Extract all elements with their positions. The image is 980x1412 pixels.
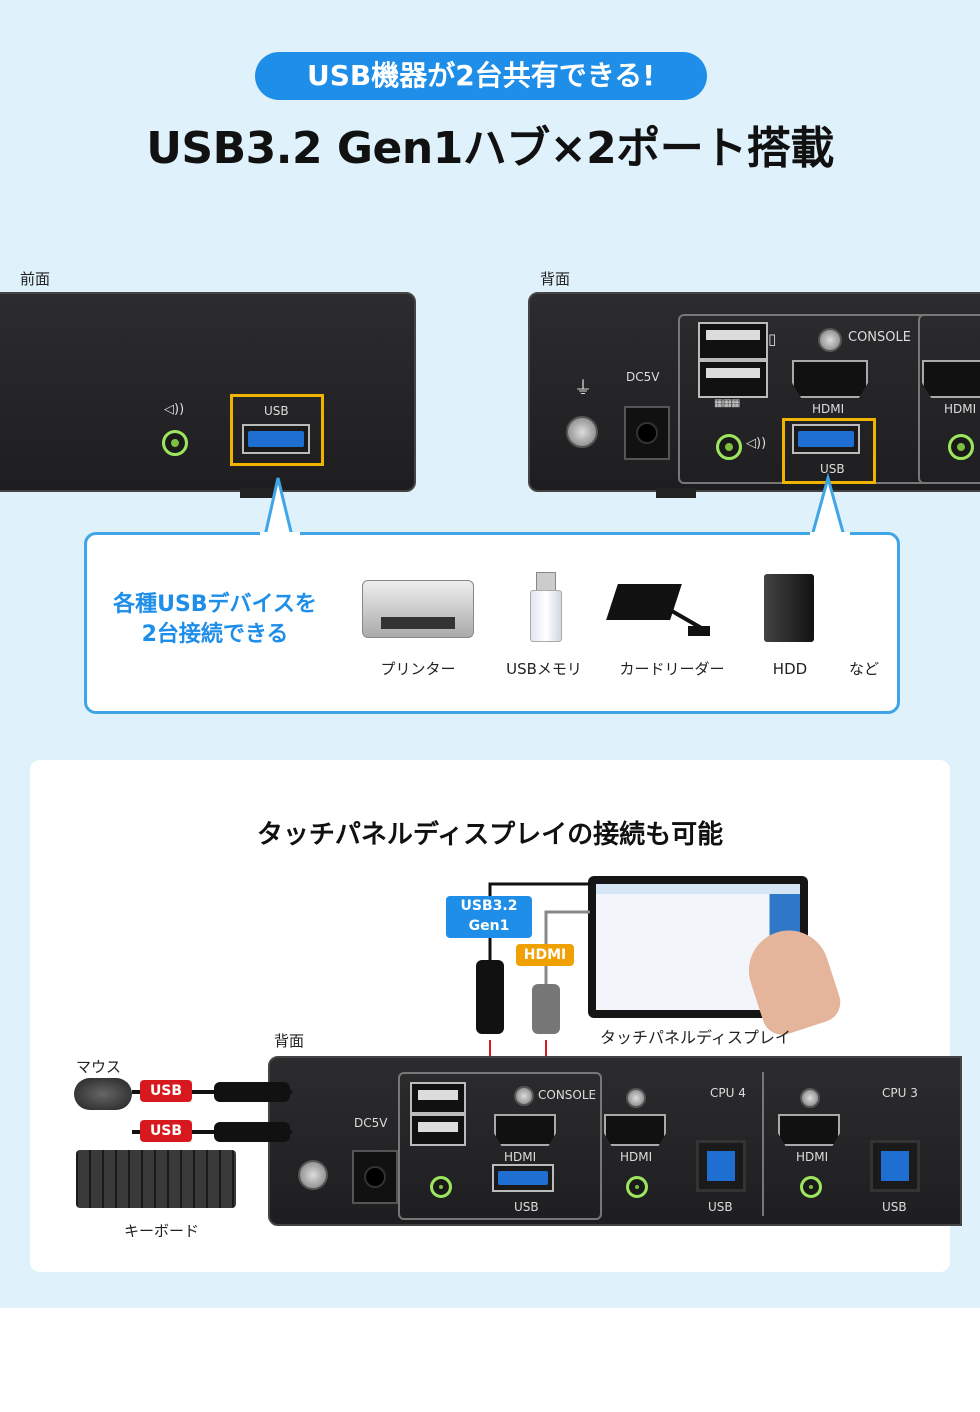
back-foot: [656, 488, 696, 498]
cpu4-hdmi-port: [604, 1114, 666, 1146]
ground-icon: ⏚: [574, 378, 592, 399]
lower-usb-port-lower: [410, 1114, 466, 1146]
etc-caption: など: [848, 660, 879, 678]
mouse-label: マウス: [76, 1058, 122, 1076]
lower-back-label: 背面: [274, 1032, 305, 1050]
hdmi-text-2: HDMI: [944, 402, 977, 416]
usb32-tag: USB3.2 Gen1: [446, 896, 532, 938]
device-caption: カードリーダー: [619, 660, 725, 678]
keyboard-device-icon: [76, 1150, 236, 1208]
usb-plug: [476, 960, 504, 1034]
front-panel: ◁)) USB: [0, 292, 416, 492]
lower-usb-port-upper: [410, 1082, 466, 1114]
mouse-usb-plug: [214, 1082, 290, 1102]
back-usb-text: USB: [820, 462, 845, 476]
ground-screw: [566, 416, 598, 448]
hdmi-text: HDMI: [812, 402, 845, 416]
front-usb-highlight: [230, 394, 324, 466]
feature-pill: USB機器が2台共有できる!: [255, 52, 707, 100]
console-screw: [818, 328, 842, 352]
usb32-tag-line2: Gen1: [468, 918, 510, 934]
back-audio-jack: [716, 434, 742, 460]
dc-label: DC5V: [626, 370, 660, 384]
printer-icon: [362, 580, 474, 638]
divider: [762, 1072, 764, 1216]
cpu4-screw: [626, 1088, 646, 1108]
dc-jack: [624, 406, 670, 460]
back-panel: ⏚ DC5V ▯ ▦▦▦ CONSOLE HDMI ◁)) USB HDMI: [528, 292, 980, 492]
mouse-icon: ▯: [768, 330, 777, 348]
port-usb-label: USB: [708, 1200, 733, 1214]
keyboard-usb-plug: [214, 1122, 290, 1142]
hdmi-plug: [532, 984, 560, 1034]
section-title: タッチパネルディスプレイの接続も可能: [256, 820, 724, 850]
lower-dc-jack: [352, 1150, 398, 1204]
cpu3-screw: [800, 1088, 820, 1108]
speaker-icon: ◁)): [164, 402, 185, 417]
mouse-cable: [132, 1090, 292, 1094]
audio-jack-2: [948, 434, 974, 460]
keyboard-icon: ▦▦▦: [714, 398, 740, 409]
lower-audio-jack: [430, 1176, 452, 1198]
page-title: USB3.2 Gen1ハブ×2ポート搭載: [146, 123, 834, 174]
port-hdmi-label: HDMI: [504, 1150, 537, 1164]
usb-port-lower: [698, 360, 768, 398]
back-usb-port: [792, 424, 860, 454]
lower-dc-label: DC5V: [354, 1116, 388, 1130]
hdmi-port-2: [922, 360, 980, 398]
usb-tag-keyboard: USB: [140, 1120, 192, 1142]
lower-usb-port: [492, 1164, 554, 1192]
usb-tag-mouse: USB: [140, 1080, 192, 1102]
hdmi-tag: HDMI: [516, 944, 574, 966]
callout-gap-1: [260, 532, 300, 538]
lower-console-box: [398, 1072, 602, 1220]
cpu3-audio-jack: [800, 1176, 822, 1198]
mouse-device-icon: [74, 1078, 132, 1110]
keyboard-label: キーボード: [124, 1222, 200, 1240]
cpu3-usb-b-port: [870, 1140, 920, 1192]
device-caption: HDD: [772, 660, 808, 678]
display-label: タッチパネルディスプレイ: [600, 1028, 791, 1047]
callout-text: 各種USBデバイスを 2台接続できる: [100, 590, 330, 650]
lower-hdmi-console: [494, 1114, 556, 1146]
cpu4-usb-b-port: [696, 1140, 746, 1192]
port-usb-label: USB: [882, 1200, 907, 1214]
front-label: 前面: [20, 270, 51, 288]
callout-line-1: 各種USBデバイスを: [113, 592, 317, 617]
lower-ground-screw: [298, 1160, 328, 1190]
lower-back-panel: DC5V CONSOLE HDMI USB CPU 4 HDMI USB CPU…: [268, 1056, 962, 1226]
port-group-2: [918, 314, 980, 484]
back-speaker-icon: ◁)): [746, 436, 767, 451]
front-usb-port: [242, 424, 310, 454]
port-hdmi-label: HDMI: [620, 1150, 653, 1164]
audio-jack: [162, 430, 188, 456]
cpu3-label: CPU 3: [882, 1086, 918, 1100]
callout-line-2: 2台接続できる: [141, 622, 289, 647]
hdmi-port: [792, 360, 868, 398]
back-label: 背面: [540, 270, 571, 288]
lower-console-screw: [514, 1086, 534, 1106]
usb-port-upper: [698, 322, 768, 360]
display-browser-bar: [596, 884, 800, 894]
cpu4-audio-jack: [626, 1176, 648, 1198]
callout-gap-2: [810, 532, 850, 538]
lower-console-text: CONSOLE: [538, 1088, 597, 1102]
cpu3-hdmi-port: [778, 1114, 840, 1146]
card-reader-icon: [606, 576, 710, 638]
port-hdmi-label: HDMI: [796, 1150, 829, 1164]
hdd-icon: [764, 574, 814, 642]
console-text: CONSOLE: [848, 330, 911, 345]
front-usb-text: USB: [264, 404, 289, 418]
usb32-tag-line1: USB3.2: [460, 898, 518, 914]
device-caption: プリンター: [380, 660, 456, 678]
usb-memory-icon: [530, 572, 562, 642]
callout-pointers: [263, 472, 846, 538]
port-usb-label: USB: [514, 1200, 539, 1214]
device-caption: USBメモリ: [506, 660, 582, 678]
front-foot: [240, 488, 280, 498]
cpu4-label: CPU 4: [710, 1086, 746, 1100]
keyboard-cable: [132, 1130, 292, 1134]
